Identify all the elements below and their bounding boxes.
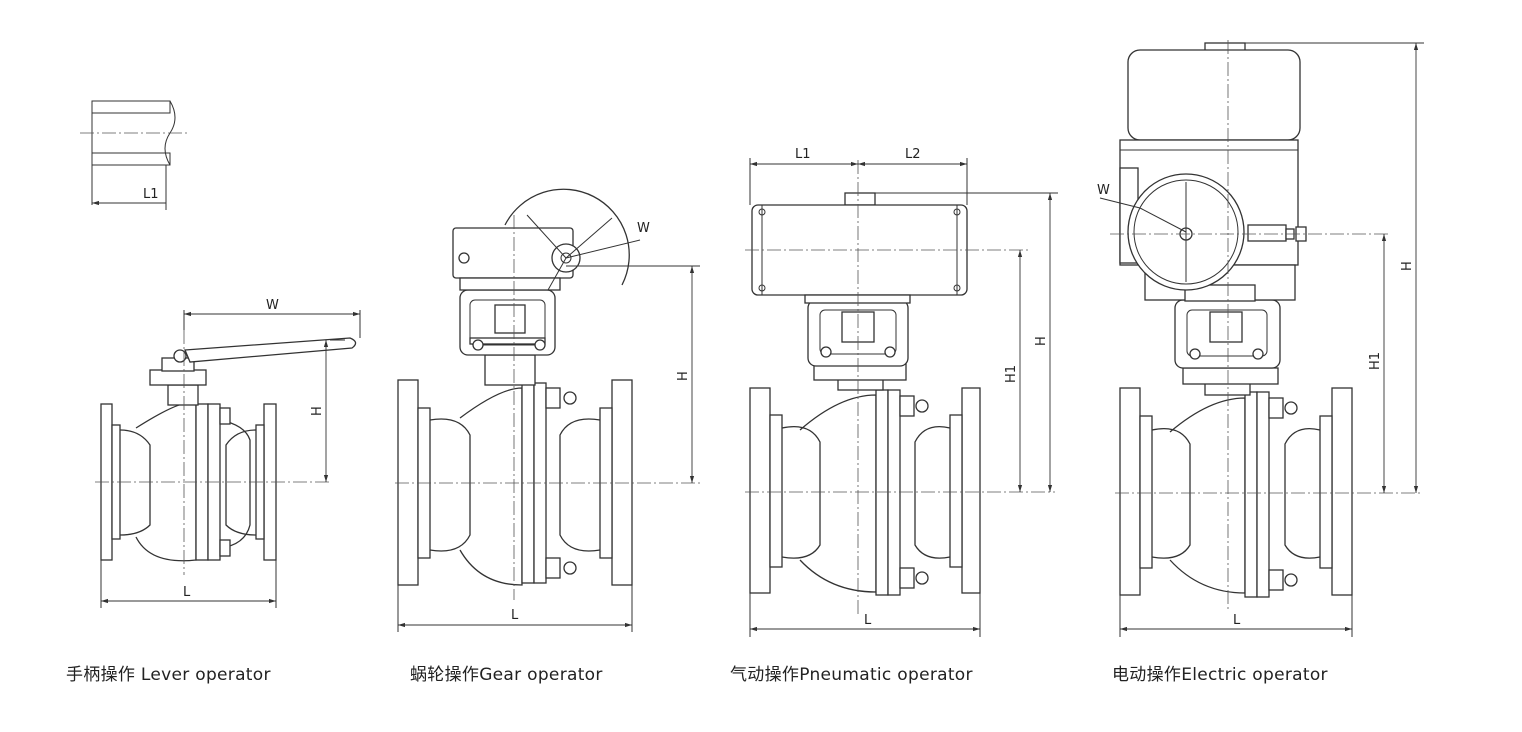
- dim-label-L: L: [864, 613, 872, 628]
- dim-label-W: W: [637, 221, 650, 236]
- dim-label-H: H: [1034, 336, 1049, 346]
- caption-pneumatic-operator: 气动操作Pneumatic operator: [730, 665, 973, 685]
- dim-label-L: L: [511, 608, 519, 623]
- dim-label-W: W: [266, 298, 279, 313]
- dim-label-L2: L2: [905, 147, 921, 162]
- caption-gear-operator: 蜗轮操作Gear operator: [410, 665, 603, 685]
- dim-label-H1: H1: [1368, 352, 1383, 370]
- dim-label-L: L: [1233, 613, 1241, 628]
- gear-operator-valve: W H L: [395, 188, 700, 632]
- dim-label-H1: H1: [1004, 365, 1019, 383]
- electric-operator-valve: W H H1 L: [1097, 40, 1424, 637]
- dim-label-H: H: [1400, 261, 1415, 271]
- dim-label-L1: L1: [143, 187, 159, 202]
- dim-label-L1: L1: [795, 147, 811, 162]
- dim-label-H: H: [676, 371, 691, 381]
- pneumatic-operator-valve: L1 L2 H H1 L: [745, 147, 1058, 637]
- lever-operator-valve: W H L: [95, 298, 361, 608]
- caption-electric-operator: 电动操作Electric operator: [1112, 665, 1328, 685]
- pipe-end-detail: L1: [80, 100, 190, 210]
- caption-lever-operator: 手柄操作 Lever operator: [66, 665, 271, 685]
- dim-label-W: W: [1097, 183, 1110, 198]
- dim-label-L: L: [183, 585, 191, 600]
- dim-label-H: H: [310, 406, 325, 416]
